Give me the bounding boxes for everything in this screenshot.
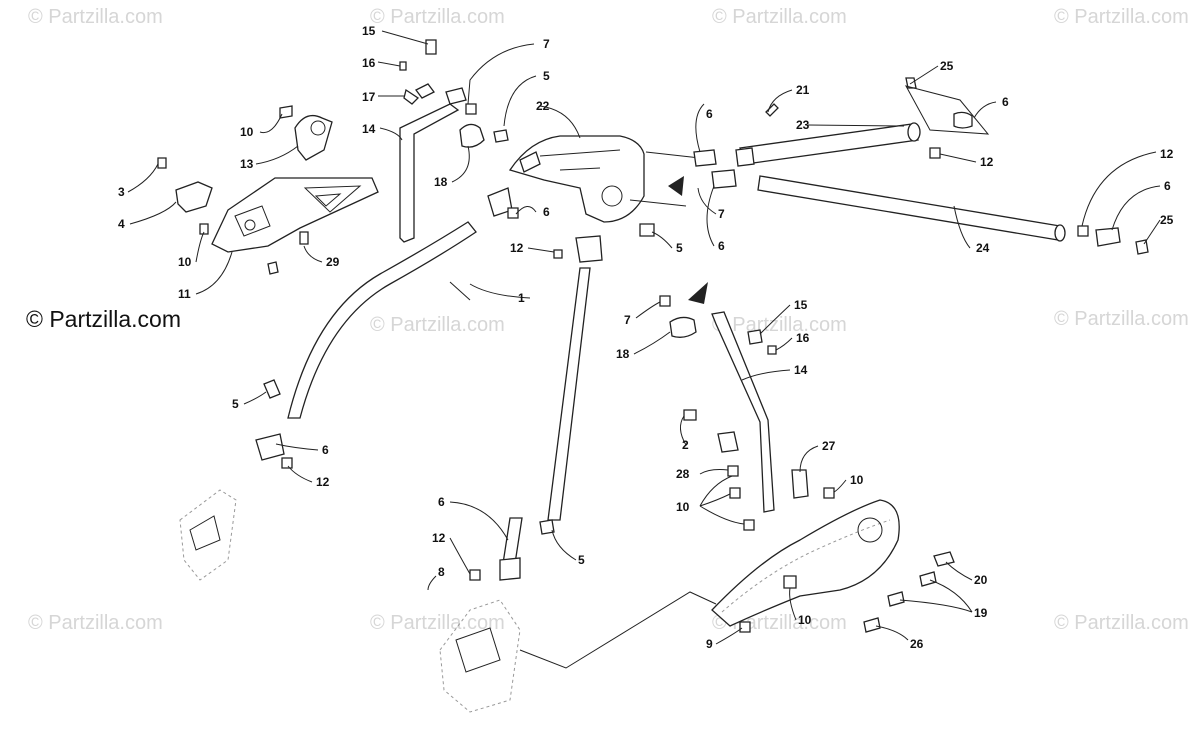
callout-9: 9 — [706, 637, 713, 651]
callout-14: 14 — [362, 122, 376, 136]
callout-10: 10 — [676, 500, 690, 514]
callout-4: 4 — [118, 217, 125, 231]
callout-26: 26 — [910, 637, 924, 651]
frame-fragments — [179, 489, 717, 713]
left-bracket-assembly — [157, 105, 379, 275]
callout-6: 6 — [322, 443, 329, 457]
callout-13: 13 — [240, 157, 254, 171]
callout-10: 10 — [178, 255, 192, 269]
watermark: © Partzilla.com — [712, 314, 847, 336]
callout-1: 1 — [518, 291, 525, 305]
watermark: © Partzilla.com — [28, 6, 163, 28]
callout-3: 3 — [118, 185, 125, 199]
upper-right-tubes — [693, 77, 1149, 255]
callout-7: 7 — [718, 207, 725, 221]
callout-16: 16 — [796, 331, 810, 345]
watermark: © Partzilla.com — [1054, 612, 1189, 634]
callout-5: 5 — [232, 397, 239, 411]
callout-16: 16 — [362, 56, 376, 70]
callout-6: 6 — [1002, 95, 1009, 109]
center-support — [493, 129, 701, 237]
callout-12: 12 — [432, 531, 446, 545]
callout-17: 17 — [362, 90, 376, 104]
callout-2: 2 — [682, 438, 689, 452]
callout-28: 28 — [676, 467, 690, 481]
callout-11: 11 — [178, 287, 191, 301]
callout-27: 27 — [822, 439, 836, 453]
callout-15: 15 — [362, 24, 376, 38]
callout-10: 10 — [850, 473, 864, 487]
direction-arrow — [668, 176, 684, 196]
callout-labels: 15 16 17 7 5 14 10 13 3 4 10 11 29 18 22… — [118, 24, 1174, 651]
callout-20: 20 — [974, 573, 988, 587]
callout-6: 6 — [438, 495, 445, 509]
callout-6: 6 — [706, 107, 713, 121]
watermark: © Partzilla.com — [370, 314, 505, 336]
callout-19: 19 — [974, 606, 988, 620]
callout-22: 22 — [536, 99, 550, 113]
callout-8: 8 — [438, 565, 445, 579]
callout-7: 7 — [543, 37, 550, 51]
callout-10: 10 — [798, 613, 812, 627]
watermark: © Partzilla.com — [28, 612, 163, 634]
callout-7: 7 — [624, 313, 631, 327]
callout-6: 6 — [718, 239, 725, 253]
callout-21: 21 — [796, 83, 810, 97]
callout-25: 25 — [940, 59, 954, 73]
callout-6: 6 — [543, 205, 550, 219]
callout-12: 12 — [316, 475, 330, 489]
lower-right-brace — [659, 295, 955, 633]
watermark: © Partzilla.com — [370, 612, 505, 634]
watermark-dark: © Partzilla.com — [26, 306, 181, 332]
callout-18: 18 — [434, 175, 448, 189]
callout-5: 5 — [578, 553, 585, 567]
callout-12: 12 — [980, 155, 994, 169]
callout-15: 15 — [794, 298, 808, 312]
callout-6: 6 — [1164, 179, 1171, 193]
callout-5: 5 — [543, 69, 550, 83]
center-tube — [469, 235, 603, 581]
callout-12: 12 — [1160, 147, 1174, 161]
callout-10: 10 — [240, 125, 254, 139]
watermark: © Partzilla.com — [1054, 6, 1189, 28]
direction-arrow — [688, 282, 708, 304]
leader-lines — [127, 30, 1161, 645]
callout-29: 29 — [326, 255, 340, 269]
watermark: © Partzilla.com — [712, 6, 847, 28]
callout-23: 23 — [796, 118, 810, 132]
upper-brace — [399, 39, 485, 243]
callout-5: 5 — [676, 241, 683, 255]
watermark: © Partzilla.com — [370, 6, 505, 28]
callout-18: 18 — [616, 347, 630, 361]
watermark: © Partzilla.com — [1054, 308, 1189, 330]
left-tube — [255, 187, 519, 469]
callout-24: 24 — [976, 241, 990, 255]
callout-12: 12 — [510, 241, 524, 255]
callout-25: 25 — [1160, 213, 1174, 227]
callout-14: 14 — [794, 363, 808, 377]
